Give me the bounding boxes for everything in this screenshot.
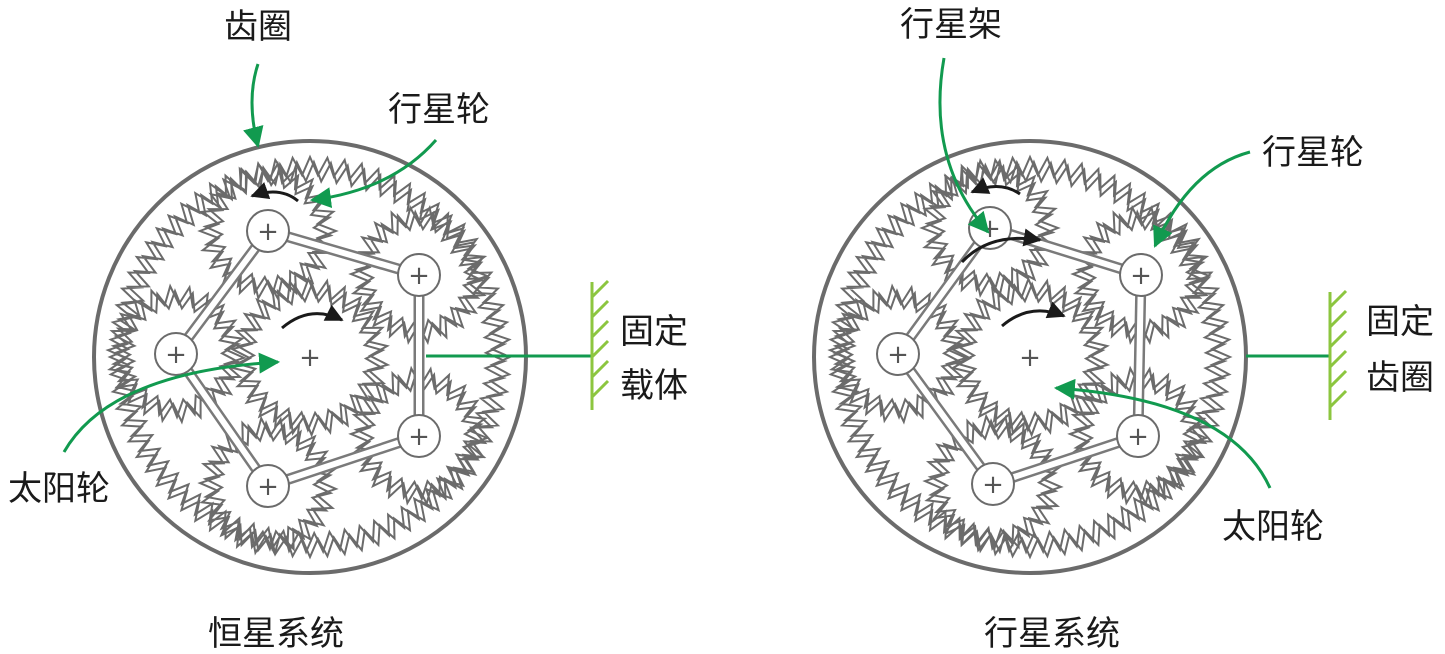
carrier-label: 载体 (620, 366, 688, 406)
planet-gear (827, 283, 969, 425)
ground-hatch-icon (590, 279, 610, 410)
planet-hub (246, 209, 290, 253)
fixed-label: 固定 (1366, 302, 1434, 342)
planet-gear (919, 157, 1061, 299)
planet-hub (1119, 253, 1163, 297)
star-system-diagram: + + + + + + 齿圈 行星轮 太阳轮 固定 载体 恒星系统 (8, 7, 688, 654)
planet-hub (1116, 414, 1160, 458)
planetary-system-diagram: + + + + + + 行星架 行星轮 太阳轮 固定 齿圈 行星系统 (812, 5, 1434, 654)
planet-gear-label: 行星轮 (1262, 133, 1364, 173)
planet-gear (1067, 365, 1209, 507)
planet-hub (397, 414, 441, 458)
planet-hub (154, 332, 198, 376)
planet-gear-label: 行星轮 (388, 90, 490, 130)
sun-rotation-arrow (281, 304, 344, 330)
ground-hatch-icon (1328, 289, 1348, 420)
planet-center-mark: + (257, 217, 279, 247)
sun-gear-label: 太阳轮 (8, 469, 110, 509)
planet-center-mark: + (887, 340, 909, 370)
planet-center-mark: + (1130, 261, 1152, 291)
ring-fixed-label: 齿圈 (1366, 358, 1434, 398)
planet-center-mark: + (408, 261, 430, 291)
planet-rotation-arrow (250, 182, 299, 203)
carrier-label: 行星架 (900, 5, 1002, 45)
planet-hub (397, 253, 441, 297)
planet-hub (971, 462, 1015, 506)
sun-pointer-arrow (62, 352, 281, 453)
sun-center-mark: + (1019, 343, 1041, 373)
carrier-pointer-arrow (938, 57, 990, 234)
planet-center-mark: + (257, 472, 279, 502)
planet-carrier-frame-fill (895, 225, 1144, 487)
carrier-rotation-arrow (960, 228, 1042, 264)
planet-center-mark: + (408, 422, 430, 452)
planet-pointer-arrow (1153, 150, 1251, 248)
fixed-label: 固定 (620, 312, 688, 352)
planet-hub (246, 464, 290, 508)
star-system-title: 恒星系统 (208, 614, 344, 654)
sun-rotation-arrow (1001, 301, 1066, 328)
planet-carrier-frame-fill (173, 228, 422, 489)
ring-gear-label: 齿圈 (224, 7, 292, 47)
planet-gear (348, 365, 490, 507)
planet-center-mark: + (165, 340, 187, 370)
planet-hubs: + + + + + (876, 206, 1163, 506)
planet-center-mark: + (1127, 422, 1149, 452)
planet-hubs: + + + + + (154, 209, 441, 508)
planet-rotation-arrow (970, 177, 1021, 196)
planet-gear (105, 283, 247, 425)
planet-pointer-arrow (309, 139, 438, 209)
planet-gear (197, 160, 339, 302)
sun-center-mark: + (299, 343, 321, 373)
sun-gear (229, 276, 391, 438)
ring-pointer-arrow (243, 63, 264, 149)
planetary-system-title: 行星系统 (984, 614, 1120, 654)
planet-hub (876, 332, 920, 376)
planet-center-mark: + (982, 470, 1004, 500)
sun-pointer-arrow (1053, 378, 1272, 489)
sun-gear-label: 太阳轮 (1222, 507, 1324, 547)
